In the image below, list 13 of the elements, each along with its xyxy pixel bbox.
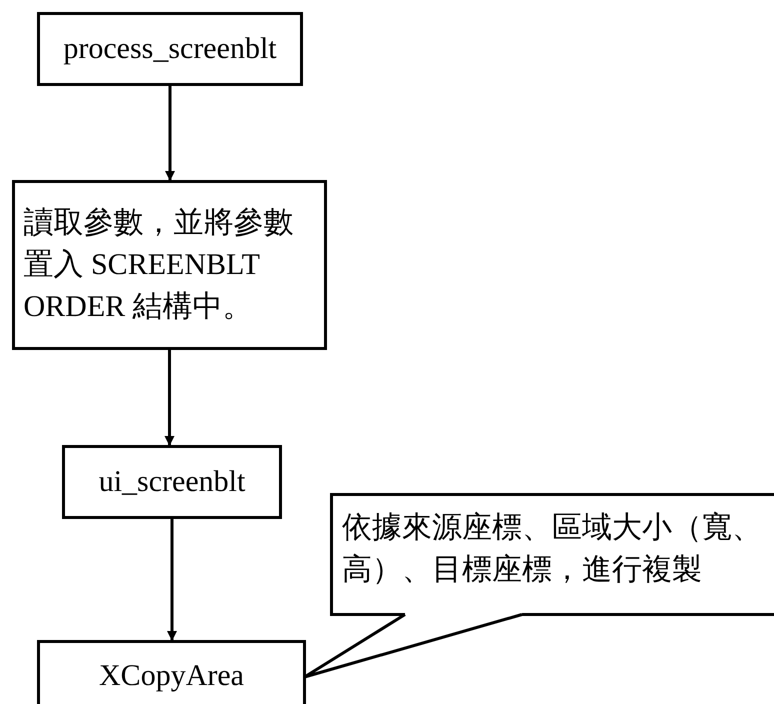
- process-box: [37, 12, 303, 86]
- callout-box: [330, 493, 774, 616]
- node-text: 讀取參數，並將參數置入 SCREENBLT ORDER 結構中。: [24, 205, 294, 325]
- node-text: ui_screenblt: [98, 464, 246, 500]
- node-text: XCopyArea: [98, 658, 245, 694]
- arrow: [164, 350, 174, 446]
- arrow: [165, 86, 175, 181]
- process-box: [12, 180, 327, 350]
- arrow: [167, 519, 177, 641]
- process-box: [62, 445, 282, 519]
- process-box: [37, 640, 306, 704]
- node-text: 依據來源座標、區域大小（寬、高）、目標座標，進行複製: [342, 510, 763, 588]
- node-text: process_screenblt: [63, 31, 277, 67]
